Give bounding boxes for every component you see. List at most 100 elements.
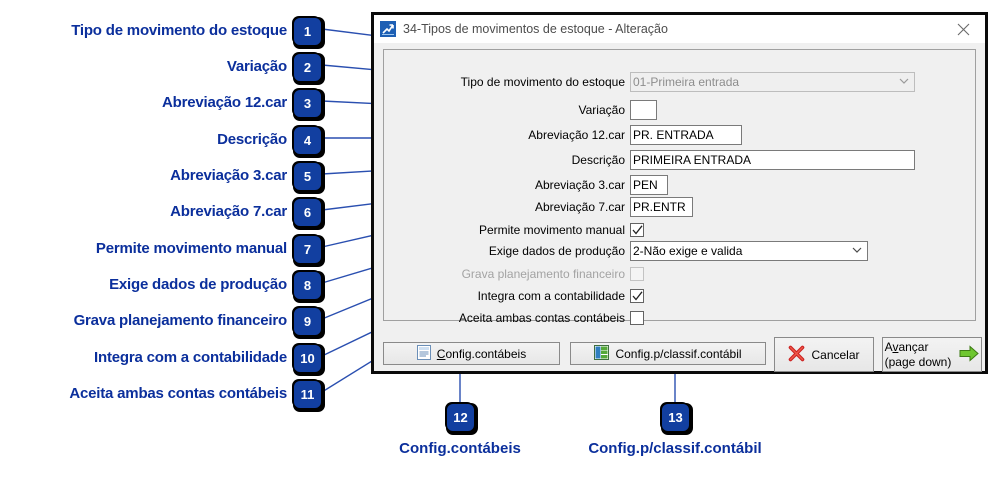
avancar-label: Avançar (page down)	[885, 340, 952, 370]
green-arrow-right-icon	[959, 344, 980, 365]
callout-9-badge: 9	[293, 306, 322, 336]
callout-5-label: Abreviação 3.car	[170, 167, 287, 184]
callout-7-label: Permite movimento manual	[95, 240, 287, 257]
descricao-input[interactable]: PRIMEIRA ENTRADA	[630, 149, 915, 170]
label-permite-manual: Permite movimento manual	[478, 222, 625, 237]
variacao-input[interactable]	[630, 99, 657, 120]
field-row-tipo-movimento: Tipo de movimento do estoque 01-Primeira…	[374, 71, 974, 92]
check-icon	[632, 290, 643, 301]
callout-2: Variação 2	[0, 52, 322, 82]
callout-11-label: Aceita ambas contas contábeis	[69, 385, 287, 402]
callout-12: 12	[446, 403, 475, 432]
callout-12-badge: 12	[446, 403, 475, 432]
cancelar-button[interactable]: Cancelar	[774, 337, 874, 372]
callout-13-badge: 13	[661, 403, 690, 432]
callout-10-label: Integra com a contabilidade	[94, 349, 287, 366]
callout-5-badge: 5	[293, 161, 322, 191]
callout-3: Abreviação 12.car 3	[0, 88, 322, 118]
field-row-abrev3: Abreviação 3.car PEN	[374, 174, 974, 195]
field-row-integra-contabilidade: Integra com a contabilidade	[374, 285, 974, 306]
integra-contabilidade-checkbox[interactable]	[630, 288, 644, 303]
callout-10-badge: 10	[293, 343, 322, 373]
abrev12-input[interactable]: PR. ENTRADA	[630, 124, 742, 145]
spreadsheet-icon	[594, 344, 610, 363]
callout-7: Permite movimento manual 7	[0, 234, 322, 264]
callout-4-label: Descrição	[217, 131, 287, 148]
accel-char: g	[643, 346, 651, 361]
config-classif-label: Config.p/classif.contábil	[615, 346, 742, 361]
avancar-line2: (page down)	[884, 354, 952, 369]
field-row-exige-producao: Exige dados de produção 2-Não exige e va…	[374, 240, 974, 261]
field-row-grava-planejamento: Grava planejamento financeiro	[374, 263, 974, 284]
document-list-icon	[416, 344, 431, 363]
label-abrev12: Abreviação 12.car	[528, 127, 625, 142]
exige-producao-value: 2-Não exige e valida	[633, 243, 743, 258]
label-grava-planejamento: Grava planejamento financeiro	[461, 266, 625, 281]
callout-9: Grava planejamento financeiro 9	[0, 306, 322, 336]
label-integra-contabilidade: Integra com a contabilidade	[477, 288, 625, 303]
chevron-down-icon	[896, 78, 912, 85]
aceita-ambas-checkbox[interactable]	[630, 310, 644, 325]
callout-1: Tipo de movimento do estoque 1	[0, 16, 322, 46]
callout-11-badge: 11	[293, 379, 322, 409]
avancar-button[interactable]: Avançar (page down)	[882, 337, 982, 372]
callout-2-label: Variação	[226, 58, 287, 75]
callout-4-badge: 4	[293, 125, 322, 155]
callout-8-label: Exige dados de produção	[109, 276, 287, 293]
callout-13-label: Config.p/classif.contábil	[588, 440, 762, 457]
titlebar: 34-Tipos de movimentos de estoque - Alte…	[374, 15, 985, 43]
callout-8-badge: 8	[293, 270, 322, 300]
callout-1-label: Tipo de movimento do estoque	[71, 22, 287, 39]
abrev7-input[interactable]: PR.ENTR	[630, 196, 693, 217]
callout-13: 13	[661, 403, 690, 432]
accel-char: v	[892, 339, 899, 354]
callout-1-badge: 1	[293, 16, 322, 46]
label-variacao: Variação	[578, 102, 625, 117]
tipo-movimento-combo[interactable]: 01-Primeira entrada	[630, 71, 915, 92]
callout-11: Aceita ambas contas contábeis 11	[0, 379, 322, 409]
callout-9-label: Grava planejamento financeiro	[73, 312, 288, 329]
callout-2-badge: 2	[293, 52, 322, 82]
cancelar-label: Cancelar	[811, 347, 860, 362]
field-row-abrev12: Abreviação 12.car PR. ENTRADA	[374, 124, 974, 145]
label-exige-producao: Exige dados de produção	[488, 243, 625, 258]
callout-6-badge: 6	[293, 197, 322, 227]
config-contabeis-button[interactable]: Config.contábeis	[383, 342, 560, 365]
callout-6: Abreviação 7.car 6	[0, 197, 322, 227]
label-abrev3: Abreviação 3.car	[534, 177, 625, 192]
abrev3-input[interactable]: PEN	[630, 174, 668, 195]
tipo-movimento-value: 01-Primeira entrada	[633, 74, 740, 89]
close-icon[interactable]	[941, 15, 985, 43]
label-descricao: Descrição	[571, 152, 625, 167]
dialog-window: 34-Tipos de movimentos de estoque - Alte…	[371, 12, 988, 374]
callout-8: Exige dados de produção 8	[0, 270, 322, 300]
label-tipo-movimento: Tipo de movimento do estoque	[460, 74, 625, 89]
field-row-variacao: Variação	[374, 99, 974, 120]
callout-5: Abreviação 3.car 5	[0, 161, 322, 191]
grava-planejamento-checkbox	[630, 266, 644, 281]
exige-producao-combo[interactable]: 2-Não exige e valida	[630, 240, 868, 261]
label-abrev7: Abreviação 7.car	[534, 199, 625, 214]
callout-4: Descrição 4	[0, 125, 322, 155]
callout-3-badge: 3	[293, 88, 322, 118]
config-contabeis-label: Config.contábeis	[436, 346, 527, 361]
field-row-aceita-ambas: Aceita ambas contas contábeis	[374, 307, 974, 328]
chart-arrow-icon	[380, 21, 396, 37]
dialog-client-area: Tipo de movimento do estoque 01-Primeira…	[374, 43, 985, 372]
callout-3-label: Abreviação 12.car	[161, 94, 287, 111]
check-icon	[632, 224, 643, 235]
config-classif-contabil-button[interactable]: Config.p/classif.contábil	[570, 342, 766, 365]
callout-6-label: Abreviação 7.car	[170, 203, 287, 220]
red-x-icon	[788, 345, 805, 365]
avancar-line1: Avançar	[884, 339, 929, 354]
label-aceita-ambas: Aceita ambas contas contábeis	[458, 310, 625, 325]
chevron-down-icon	[849, 247, 865, 254]
field-row-abrev7: Abreviação 7.car PR.ENTR	[374, 196, 974, 217]
callout-10: Integra com a contabilidade 10	[0, 343, 322, 373]
field-row-descricao: Descrição PRIMEIRA ENTRADA	[374, 149, 974, 170]
permite-manual-checkbox[interactable]	[630, 222, 644, 237]
callout-7-badge: 7	[293, 234, 322, 264]
field-row-permite-manual: Permite movimento manual	[374, 219, 974, 240]
dialog-title: 34-Tipos de movimentos de estoque - Alte…	[403, 22, 668, 36]
